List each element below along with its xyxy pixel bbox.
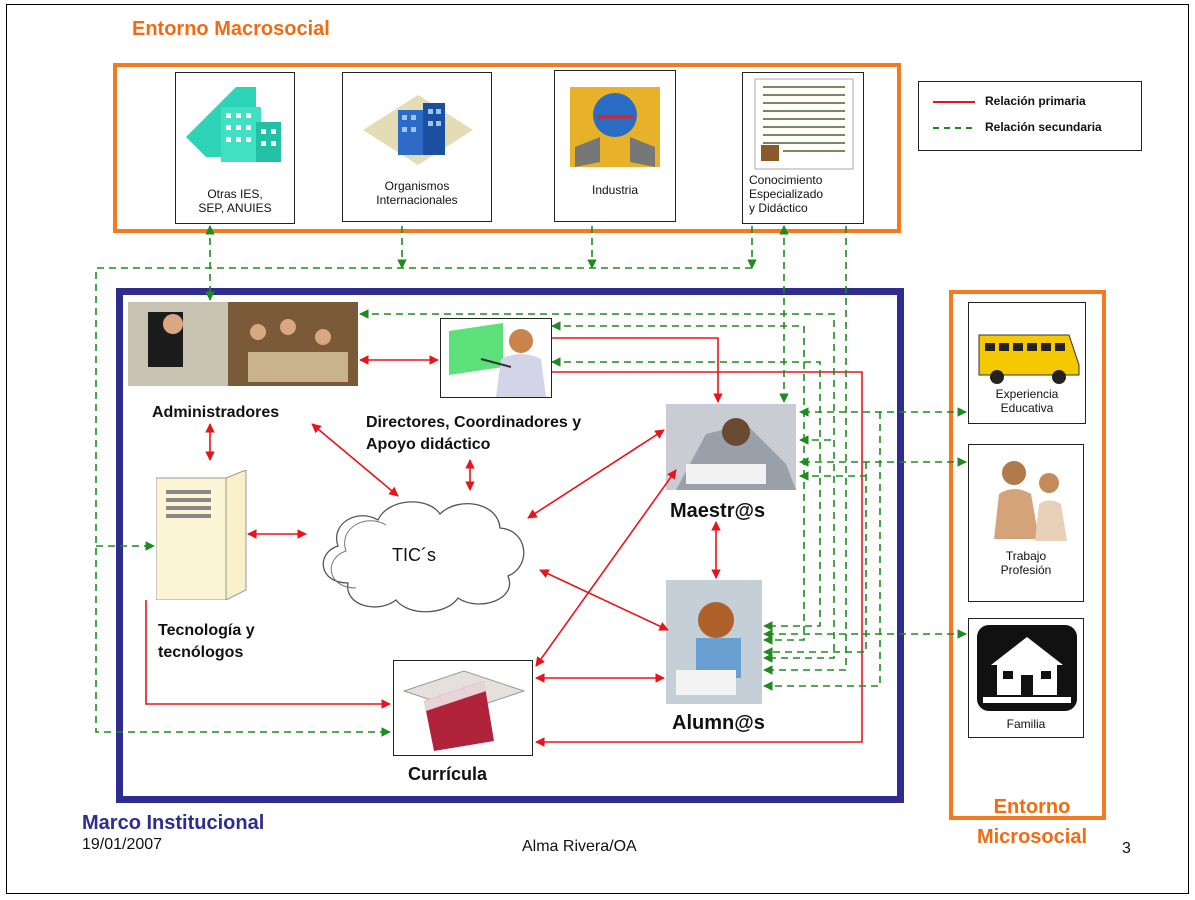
primary-directores-maestros [552, 337, 723, 403]
macro-environment-title: Entorno Macrosocial [132, 18, 330, 40]
card-label: Familia [1006, 717, 1046, 731]
micro-environment-title: Entorno Microsocial [976, 796, 1088, 848]
card-conocimiento: Conocimiento Especializado y Didáctico [742, 72, 864, 224]
macro-environment-box [113, 63, 901, 233]
primary-tics-maestros [527, 429, 665, 519]
footer-date: 19/01/2007 [82, 836, 163, 853]
legend-secondary-label: Relación secundaria [985, 120, 1102, 134]
footer-page-number: 3 [1122, 840, 1131, 857]
secondary-directores-loop2 [551, 357, 821, 631]
card-label: Trabajo Profesión [1000, 549, 1052, 577]
card-otras-ies: Otras IES, SEP, ANUIES [175, 72, 295, 224]
secondary-conocimiento-alumnos [763, 226, 847, 675]
building-icon [186, 87, 281, 162]
networked-computers-icon [570, 87, 660, 167]
office-buildings-icon [363, 95, 473, 165]
card-organismos: Organismos Internacionales [342, 72, 492, 222]
card-label: Industria [591, 183, 639, 197]
secondary-micro-trunk2 [763, 462, 867, 657]
card-industria: Industria [554, 70, 676, 222]
professionals-icon [994, 461, 1067, 541]
book-icon [402, 670, 526, 751]
slide-frame [6, 4, 1189, 894]
institutional-frame-title: Marco Institucional [82, 812, 265, 834]
legend-primary-label: Relación primaria [985, 94, 1086, 108]
house-icon [977, 625, 1077, 711]
institutional-frame-box [116, 288, 904, 803]
school-bus-icon [978, 334, 1080, 384]
secondary-top-bus [95, 267, 752, 737]
legend-secondary: Relación secundaria [919, 118, 1141, 138]
primary-tics-alumnos [539, 569, 669, 631]
tecnologia-server-icon [155, 469, 248, 601]
card-label: Experiencia Educativa [995, 387, 1059, 415]
footer-author: Alma Rivera/OA [522, 838, 637, 855]
card-label: Conocimiento Especializado y Didáctico [749, 173, 824, 215]
primary-admin-tics [311, 423, 399, 497]
secondary-admin-loop [359, 309, 835, 663]
alumnos-label: Alumn@s [672, 712, 765, 734]
document-page-icon [754, 78, 854, 170]
card-familia: Familia [968, 618, 1084, 738]
card-label: Otras IES, SEP, ANUIES [198, 187, 272, 215]
legend: Relación primaria Relación secundaria [918, 81, 1142, 151]
administradores-photo [128, 302, 358, 386]
tecnologia-label: Tecnología y tecnólogos [158, 622, 255, 661]
secondary-micro-trunk1 [763, 412, 881, 691]
primary-tecnologia-curricula [145, 600, 391, 709]
micro-environment-box [949, 290, 1106, 820]
card-label: Organismos Internacionales [376, 179, 458, 207]
curricula-label: Currícula [408, 764, 488, 784]
administradores-label: Administradores [152, 404, 280, 421]
legend-primary: Relación primaria [919, 92, 1141, 112]
secondary-directores-loop [551, 321, 805, 645]
card-trabajo: Trabajo Profesión [968, 444, 1084, 602]
curricula-card [393, 660, 533, 756]
card-experiencia: Experiencia Educativa [968, 302, 1086, 424]
